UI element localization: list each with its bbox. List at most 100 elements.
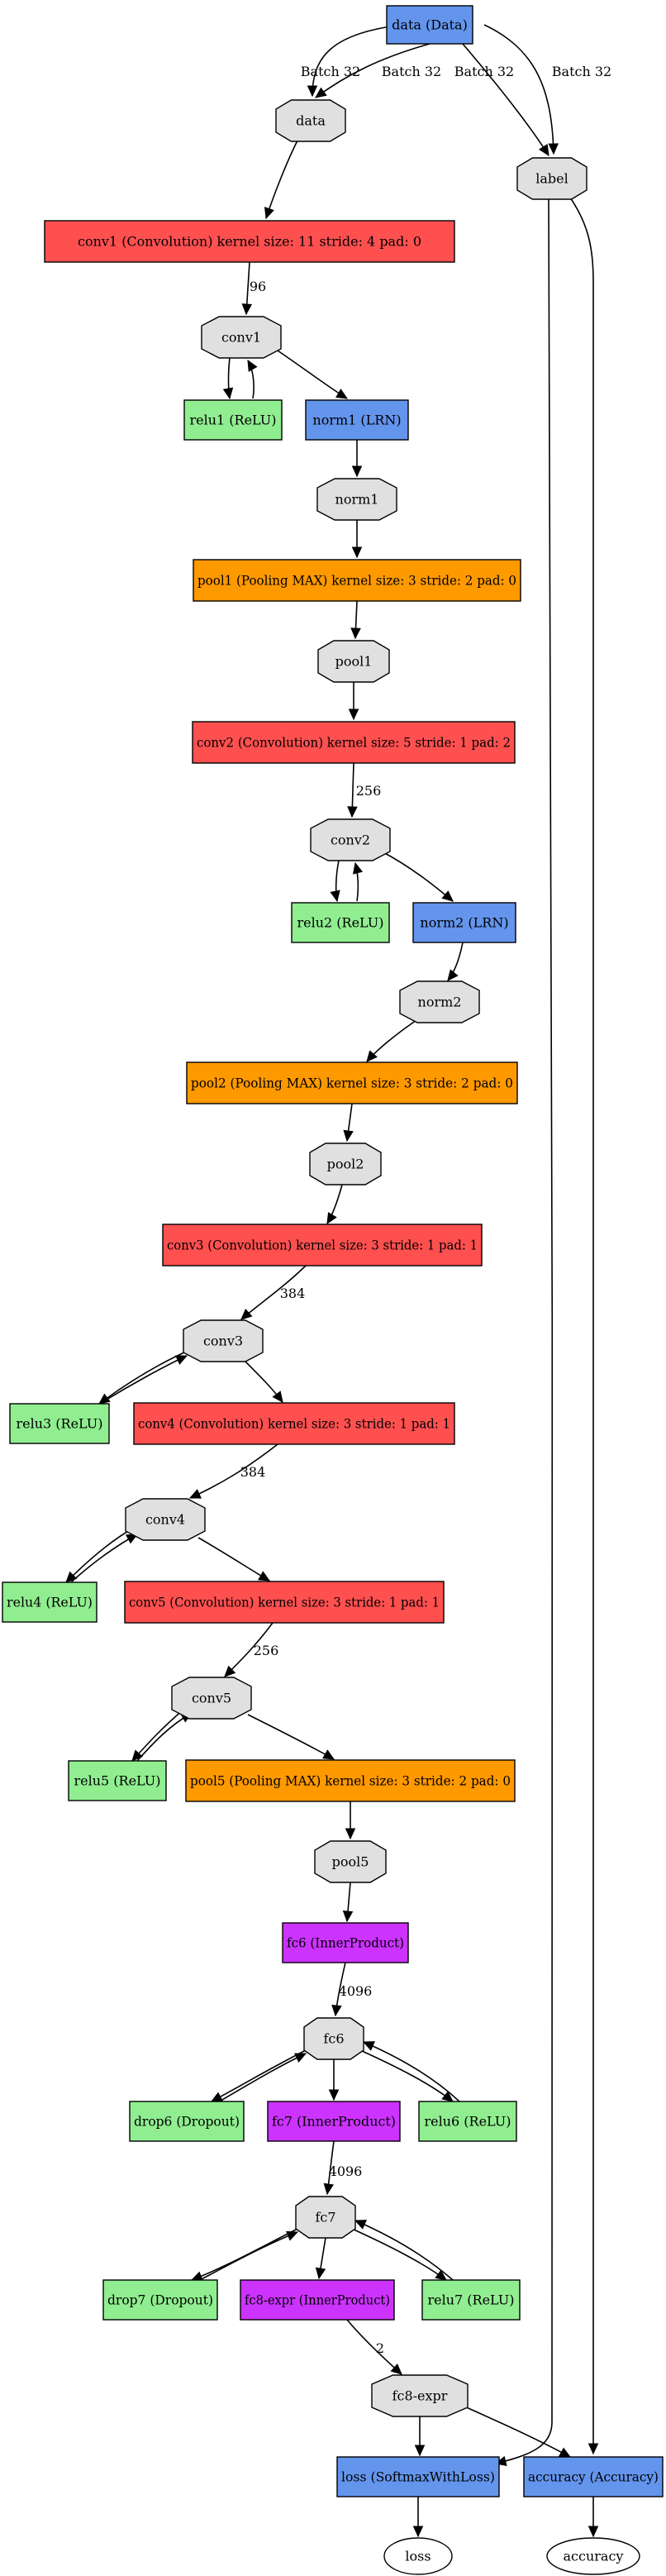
edge-fc6-drop6 <box>210 2048 310 2102</box>
node-label: conv5 (Convolution) kernel size: 3 strid… <box>129 1595 440 1610</box>
edge-line <box>197 1537 270 1581</box>
node-conv4-layer[interactable]: conv4 (Convolution) kernel size: 3 strid… <box>133 1402 455 1445</box>
edge-label: 256 <box>254 1643 279 1658</box>
node-conv1-blob[interactable]: conv1 <box>201 316 282 359</box>
node-norm1-layer[interactable]: norm1 (LRN) <box>305 399 409 441</box>
node-label: fc7 (InnerProduct) <box>272 2114 396 2130</box>
arrowhead-icon <box>447 969 459 981</box>
edge-line <box>483 24 554 155</box>
node-loss-layer[interactable]: loss (SoftmaxWithLoss) <box>336 2456 500 2497</box>
node-conv4-blob[interactable]: conv4 <box>125 1498 206 1541</box>
arrowhead-icon <box>323 2182 334 2196</box>
arrowhead-icon <box>351 465 363 478</box>
arrowhead-icon <box>307 85 318 98</box>
node-loss-out[interactable]: loss <box>383 2537 453 2575</box>
layer-box <box>240 2279 395 2321</box>
node-relu4-layer[interactable]: relu4 (ReLU) <box>2 1581 98 1623</box>
edge-label: 4096 <box>329 2163 363 2179</box>
node-label: fc7 <box>315 2210 335 2225</box>
edge-line <box>216 2053 307 2104</box>
edge-fc6-blob: 4096 <box>331 1962 372 2017</box>
node-label: conv4 (Convolution) kernel size: 3 strid… <box>138 1416 450 1432</box>
arrowhead-icon <box>348 708 359 721</box>
edge-conv5-pool5 <box>247 1714 335 1760</box>
node-conv3-layer[interactable]: conv3 (Convolution) kernel size: 3 strid… <box>162 1224 483 1267</box>
blob-octagon <box>295 2196 356 2239</box>
node-norm2-blob[interactable]: norm2 <box>399 980 480 1023</box>
node-relu1-layer[interactable]: relu1 (ReLU) <box>183 399 283 441</box>
edge-norm1-blob <box>351 440 363 478</box>
node-pool2-layer[interactable]: pool2 (Pooling MAX) kernel size: 3 strid… <box>186 1061 518 1104</box>
node-pool1-blob[interactable]: pool1 <box>317 640 390 683</box>
node-drop7-layer[interactable]: drop7 (Dropout) <box>102 2279 218 2321</box>
layer-box <box>267 2101 401 2142</box>
node-drop6-layer[interactable]: drop6 (Dropout) <box>129 2101 245 2142</box>
node-fc6-blob[interactable]: fc6 <box>303 2017 364 2060</box>
node-relu2-layer[interactable]: relu2 (ReLU) <box>291 902 390 943</box>
node-fc8-layer[interactable]: fc8-expr (InnerProduct) <box>240 2279 395 2321</box>
edge-relu5-conv5 <box>136 1712 193 1762</box>
node-conv5-layer[interactable]: conv5 (Convolution) kernel size: 3 strid… <box>124 1581 445 1624</box>
node-relu5-layer[interactable]: relu5 (ReLU) <box>68 1760 167 1801</box>
node-fc6-layer[interactable]: fc6 (InnerProduct) <box>282 1922 409 1963</box>
edge-line <box>462 2405 571 2458</box>
node-norm2-layer[interactable]: norm2 (LRN) <box>412 902 516 943</box>
blob-octagon <box>399 980 480 1023</box>
edge-pool1-conv2 <box>348 682 359 721</box>
edge-drop6-fc6 <box>216 2053 307 2104</box>
node-pool5-layer[interactable]: pool5 (Pooling MAX) kernel size: 3 strid… <box>185 1759 516 1802</box>
edge-pool2-blob <box>343 1103 354 1143</box>
layer-box <box>162 1224 483 1267</box>
node-label-blob[interactable]: label <box>516 157 588 200</box>
node-fc7-layer[interactable]: fc7 (InnerProduct) <box>267 2101 401 2142</box>
layer-box <box>9 1403 110 1444</box>
layer-box <box>336 2456 500 2497</box>
node-label: accuracy (Accuracy) <box>528 2469 659 2485</box>
node-relu6-layer[interactable]: relu6 (ReLU) <box>418 2101 517 2142</box>
node-norm1-blob[interactable]: norm1 <box>316 478 397 521</box>
edge-conv1-norm1 <box>272 346 349 399</box>
edge-line <box>102 1355 188 1403</box>
node-data-blob[interactable]: data <box>275 99 346 142</box>
edge-label-acc <box>568 194 599 2455</box>
arrowhead-icon <box>131 1749 144 1762</box>
node-accuracy-out[interactable]: accuracy <box>546 2537 640 2575</box>
node-label: fc6 <box>323 2031 344 2047</box>
node-data-layer[interactable]: data (Data) <box>386 5 473 45</box>
node-label: conv3 (Convolution) kernel size: 3 strid… <box>167 1238 478 1253</box>
node-label: conv4 <box>145 1512 185 1528</box>
arrowhead-icon <box>241 303 253 316</box>
edge-line <box>131 1709 184 1762</box>
node-accuracy-layer[interactable]: accuracy (Accuracy) <box>523 2456 664 2497</box>
node-pool5-blob[interactable]: pool5 <box>314 1840 387 1883</box>
blob-octagon <box>516 157 588 200</box>
node-pool1-layer[interactable]: pool1 (Pooling MAX) kernel size: 3 strid… <box>193 559 521 602</box>
node-conv2-layer[interactable]: conv2 (Convolution) kernel size: 5 strid… <box>192 721 516 764</box>
node-conv5-blob[interactable]: conv5 <box>171 1677 252 1720</box>
node-label: fc8-expr (InnerProduct) <box>245 2292 390 2308</box>
node-label: accuracy <box>564 2549 624 2564</box>
edge-fc8-loss <box>414 2416 426 2457</box>
edge-data-label2: Batch 32 <box>483 24 611 155</box>
node-conv2-blob[interactable]: conv2 <box>310 818 391 861</box>
node-fc7-blob[interactable]: fc7 <box>295 2196 356 2239</box>
arrowhead-icon <box>588 2443 599 2455</box>
layer-box <box>44 220 455 263</box>
edge-relu2-conv2 <box>352 861 364 902</box>
arrowhead-icon <box>354 2220 367 2230</box>
node-conv1-layer[interactable]: conv1 (Convolution) kernel size: 11 stri… <box>44 220 455 263</box>
edge-relu6-fc6 <box>362 2041 460 2102</box>
node-label: relu2 (ReLU) <box>297 915 383 931</box>
node-label: conv2 <box>331 832 370 848</box>
node-relu7-layer[interactable]: relu7 (ReLU) <box>421 2279 521 2321</box>
arrowhead-icon <box>98 1393 111 1405</box>
node-label: norm2 <box>418 995 462 1010</box>
node-fc8-blob[interactable]: fc8-expr <box>371 2374 469 2417</box>
edge-line <box>568 194 594 2454</box>
node-label: pool1 (Pooling MAX) kernel size: 3 strid… <box>197 573 516 589</box>
node-relu3-layer[interactable]: relu3 (ReLU) <box>9 1403 110 1444</box>
arrowhead-icon <box>315 2267 326 2280</box>
node-conv3-blob[interactable]: conv3 <box>183 1319 264 1362</box>
node-pool2-blob[interactable]: pool2 <box>309 1143 382 1185</box>
edge-label: Batch 32 <box>382 64 441 79</box>
